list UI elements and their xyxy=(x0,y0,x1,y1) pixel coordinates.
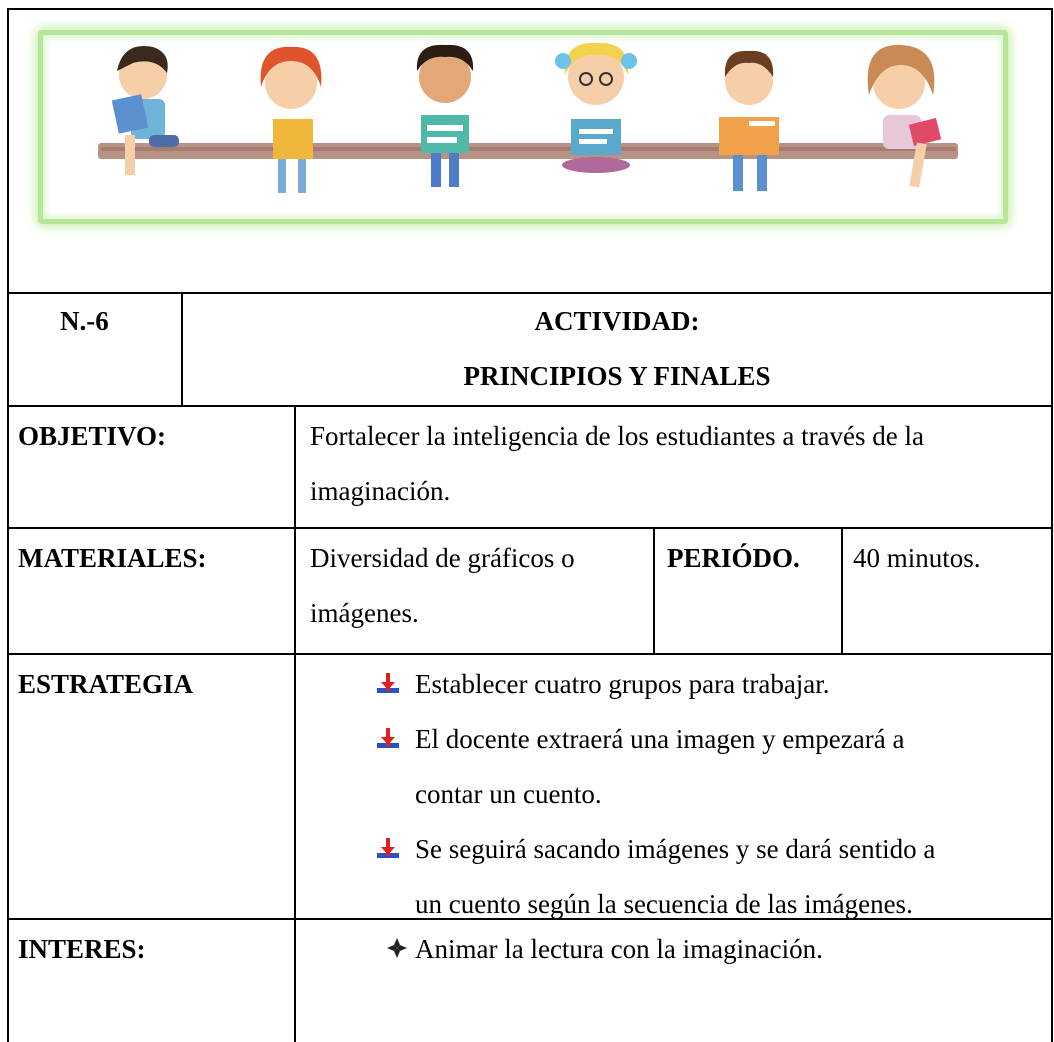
periodo-value: 40 minutos. xyxy=(853,543,981,573)
objetivo-text-line2: imaginación. xyxy=(310,476,451,506)
objetivo-text-line1: Fortalecer la inteligencia de los estudi… xyxy=(310,421,924,451)
activity-title: PRINCIPIOS Y FINALES xyxy=(463,361,771,391)
activity-label: ACTIVIDAD: xyxy=(534,306,700,336)
interes-label: INTERES: xyxy=(18,934,146,964)
child-2-icon xyxy=(260,46,322,193)
row-divider-interes xyxy=(7,918,1053,920)
col-divider-number xyxy=(181,292,183,406)
estrategia-item-3-line2: un cuento según la secuencia de las imág… xyxy=(415,889,913,919)
child-6-icon xyxy=(867,44,942,188)
interes-item-1: Animar la lectura con la imaginación. xyxy=(415,934,823,964)
row-divider-estrategia xyxy=(7,653,1053,655)
col-divider-periodo-left xyxy=(653,527,655,654)
cross-arrow-bullet-icon xyxy=(377,728,399,748)
estrategia-item-1-line1: Establecer cuatro grupos para trabajar. xyxy=(415,669,830,699)
materiales-text-line2: imágenes. xyxy=(310,598,419,628)
periodo-label: PERIÓDO. xyxy=(667,543,800,573)
estrategia-item-2-line1: El docente extraerá una imagen y empezar… xyxy=(415,724,905,754)
child-4-icon xyxy=(555,42,637,173)
table-border-right xyxy=(1051,8,1053,1042)
estrategia-label: ESTRATEGIA xyxy=(18,669,194,699)
materiales-label: MATERIALES: xyxy=(18,543,207,573)
cross-arrow-bullet-icon xyxy=(377,838,399,858)
row-divider-header xyxy=(7,292,1053,294)
child-3-icon xyxy=(416,44,474,187)
estrategia-item-3-line1: Se seguirá sacando imágenes y se dará se… xyxy=(415,834,936,864)
row-divider-materiales xyxy=(7,527,1053,529)
col-divider-periodo-right xyxy=(841,527,843,654)
row-divider-objetivo xyxy=(7,405,1053,407)
col-divider-label xyxy=(294,405,296,1042)
child-1-icon xyxy=(111,46,179,175)
materiales-text-line1: Diversidad de gráficos o xyxy=(310,543,575,573)
children-reading-books-illustration-icon xyxy=(98,42,958,193)
banner-image xyxy=(38,30,1008,224)
child-5-icon xyxy=(719,50,779,191)
activity-number: N.-6 xyxy=(60,306,109,336)
objetivo-label: OBJETIVO: xyxy=(18,421,166,451)
estrategia-item-2-line2: contar un cuento. xyxy=(415,779,602,809)
table-border-top xyxy=(7,8,1053,10)
cross-arrow-bullet-icon xyxy=(377,673,399,693)
diamond-bullet-icon xyxy=(387,938,407,958)
table-border-left xyxy=(7,8,9,1042)
